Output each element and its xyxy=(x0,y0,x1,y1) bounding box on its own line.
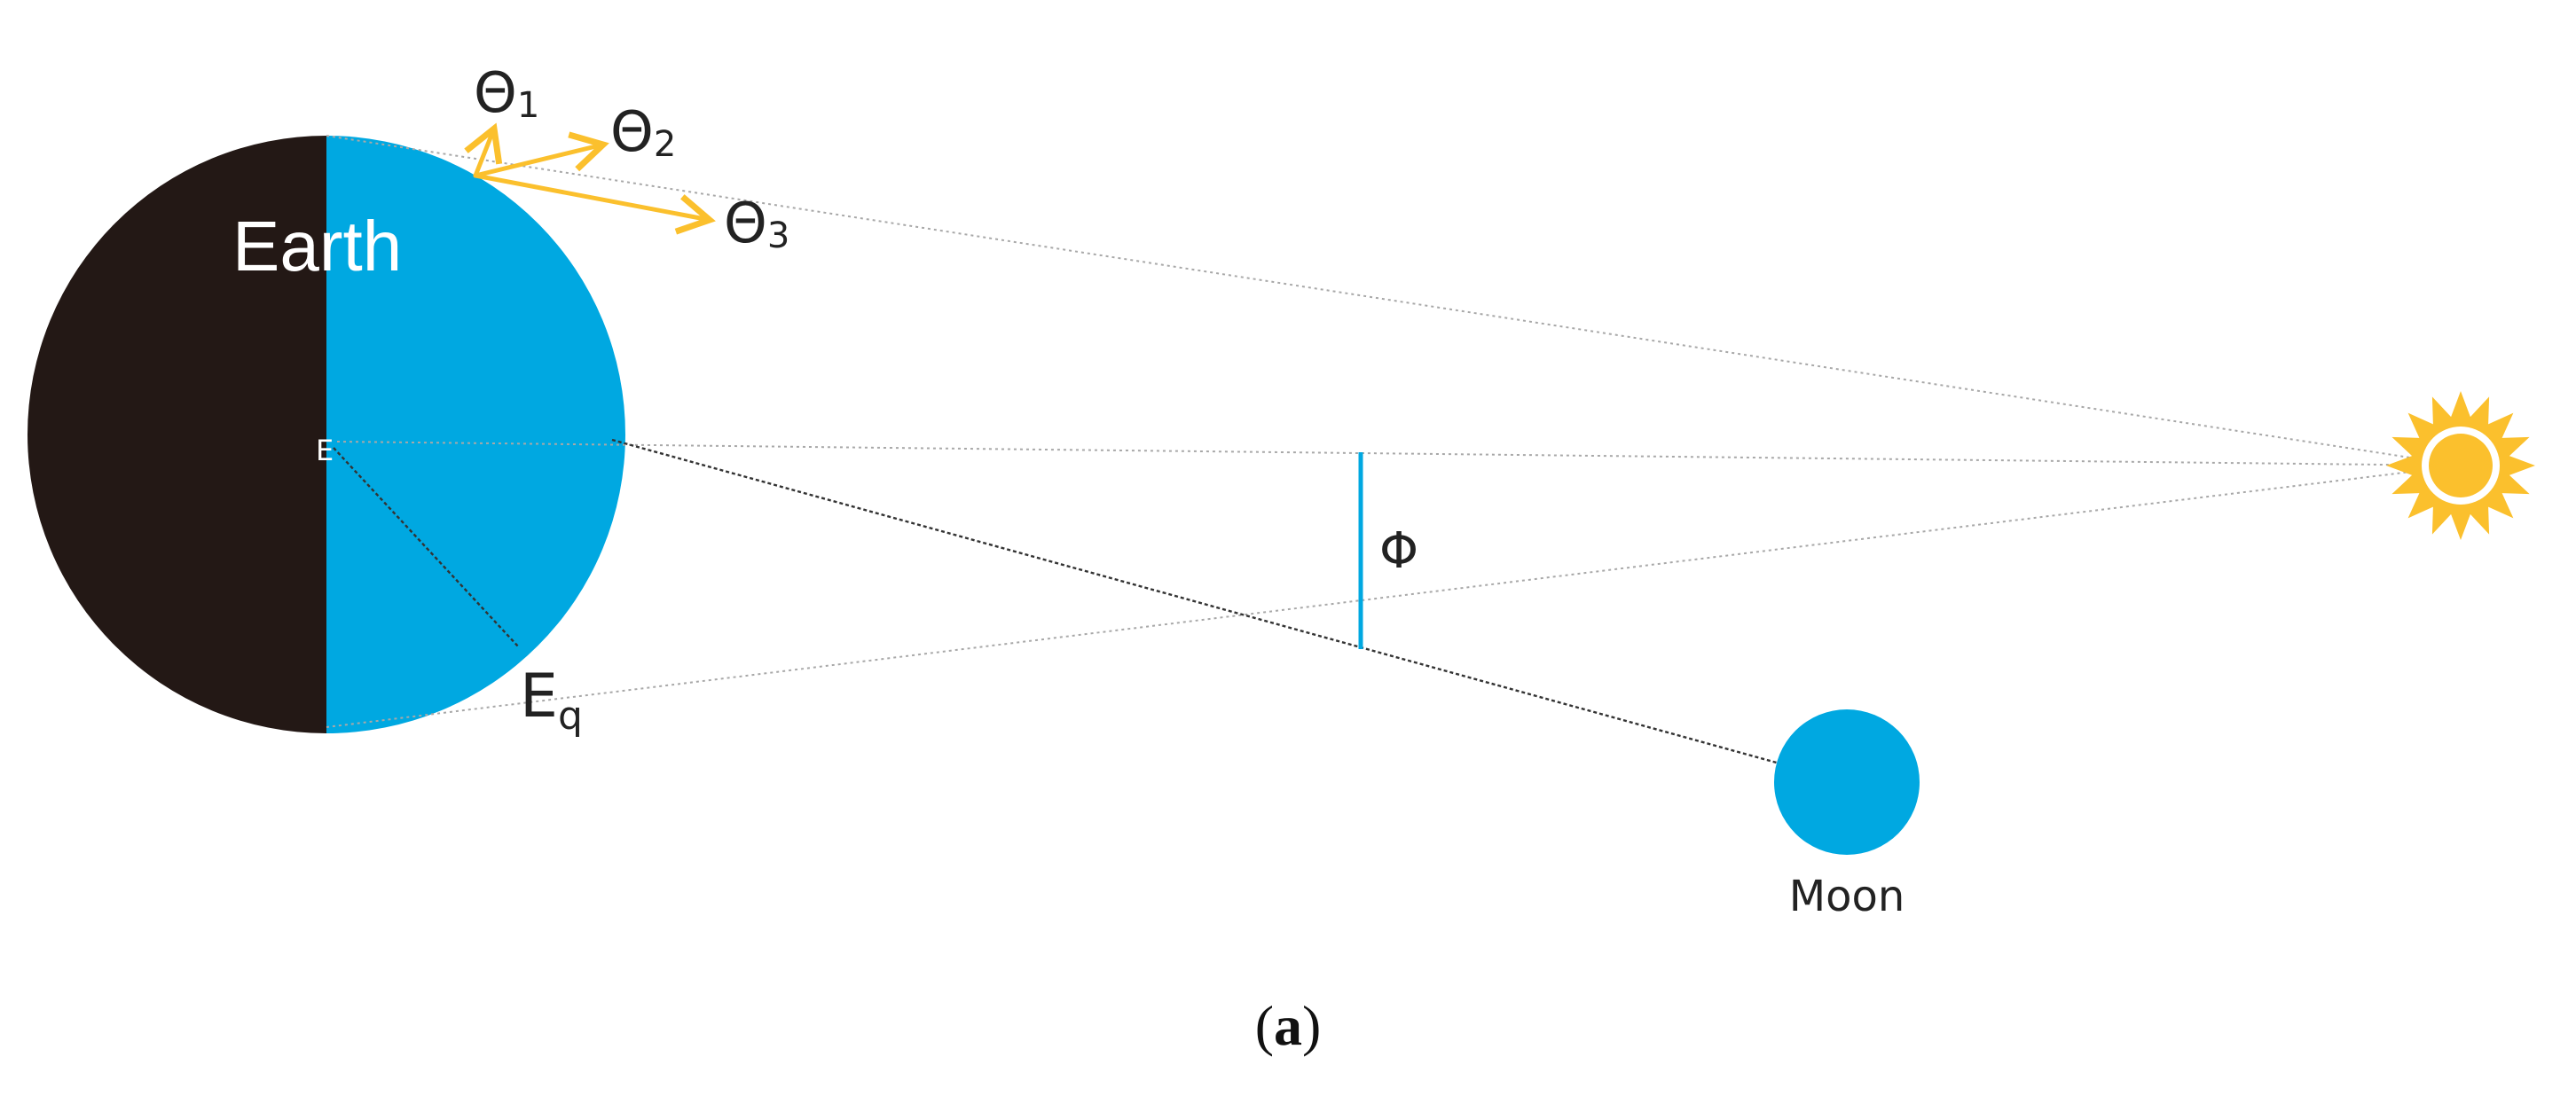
caption-letter: a xyxy=(1274,994,1302,1057)
moon xyxy=(1774,709,1920,855)
ray-top xyxy=(326,135,2462,466)
theta2-arrow xyxy=(473,131,609,178)
theta3-label: Θ3 xyxy=(724,191,789,256)
earth-label: Earth xyxy=(232,207,402,286)
moon-label: Moon xyxy=(1789,872,1905,921)
theta1-main: Θ xyxy=(474,60,517,125)
theta1-label: Θ1 xyxy=(474,60,539,126)
earth-center-label: E xyxy=(316,434,334,467)
dark-dotted-lines xyxy=(333,438,1848,784)
figure-caption: (a) xyxy=(1255,994,1322,1057)
eq-label-sub: q xyxy=(558,693,583,739)
theta-arrows xyxy=(464,122,716,235)
theta2-main: Θ xyxy=(610,99,654,164)
theta3-main: Θ xyxy=(724,191,767,255)
phi-label: Φ xyxy=(1379,522,1418,580)
caption-close: ) xyxy=(1302,994,1321,1057)
theta3-sub: 3 xyxy=(767,215,789,256)
theta2-sub: 2 xyxy=(654,124,676,165)
theta1-arrow xyxy=(464,122,503,178)
ray-bottom xyxy=(326,465,2462,728)
sun-ray-lines xyxy=(326,135,2462,728)
ray-center xyxy=(336,441,2462,466)
sun-icon xyxy=(2386,391,2535,540)
theta1-sub: 1 xyxy=(517,85,539,126)
caption-open: ( xyxy=(1255,994,1274,1057)
eq-label: Eq xyxy=(520,662,583,739)
theta3-arrow xyxy=(473,173,716,235)
theta2-label: Θ2 xyxy=(610,99,676,165)
earth-moon-line xyxy=(611,438,1848,784)
eq-label-main: E xyxy=(520,662,558,732)
eq-radius-line xyxy=(333,447,520,648)
